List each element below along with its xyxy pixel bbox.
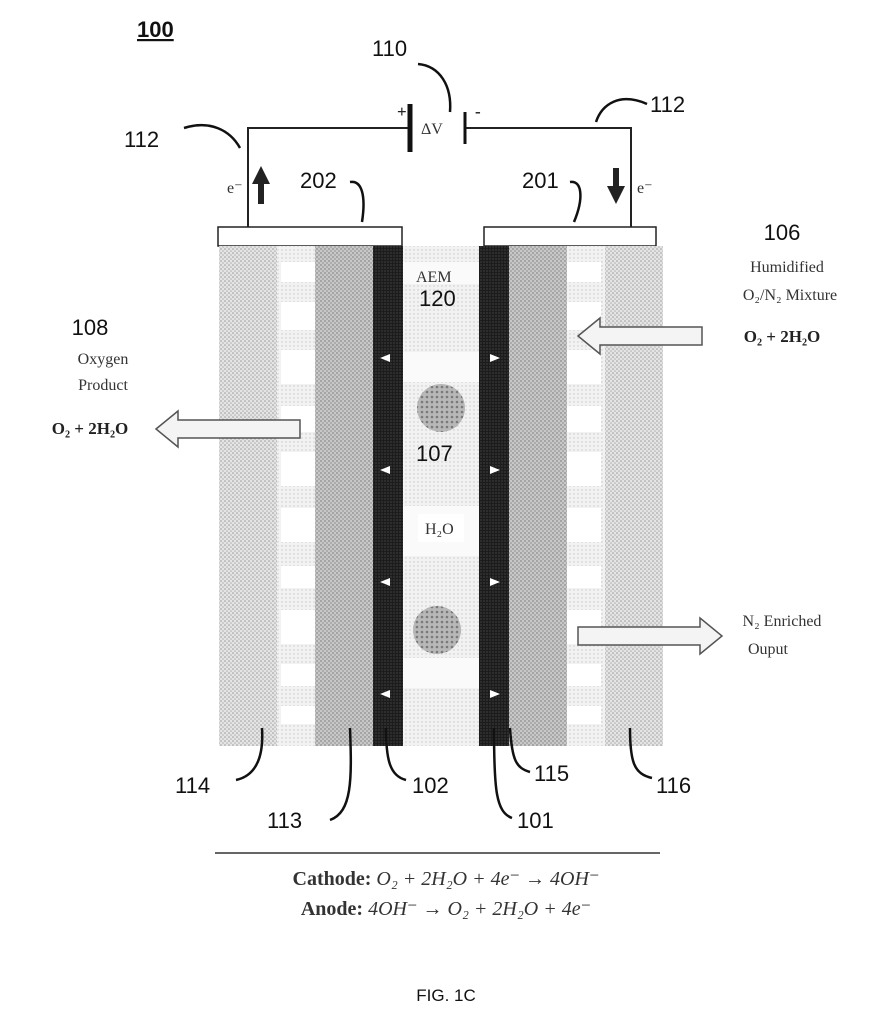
flow-plate-right xyxy=(605,246,663,746)
ref-102: 102 xyxy=(412,773,449,798)
delta-v-label: ΔV xyxy=(421,121,443,138)
oxygen-line1: Oxygen xyxy=(78,351,129,368)
inlet-formula: O₂ + 2H₂O xyxy=(744,327,821,346)
electron-up-arrow-icon xyxy=(252,166,270,204)
ref-116: 116 xyxy=(656,773,691,798)
anode-reaction: 4OH⁻ → O₂ + 2H₂O + 4e⁻ xyxy=(368,898,591,920)
leader-110 xyxy=(418,64,450,112)
ref-113: 113 xyxy=(267,808,302,833)
hydroxide-ion-bottom xyxy=(413,606,461,654)
gas-diffusion-layer-right xyxy=(509,246,567,746)
outlet-formula: O₂ + 2H₂O xyxy=(52,419,129,438)
leader-112-left xyxy=(184,125,240,148)
ref-120: 120 xyxy=(419,286,456,311)
electrode-right xyxy=(479,246,509,746)
ref-106: 106 xyxy=(764,220,801,245)
leader-202 xyxy=(350,182,364,222)
oxygen-line2: Product xyxy=(78,377,128,394)
ref-202: 202 xyxy=(300,168,337,193)
cathode-reaction: O₂ + 2H₂O + 4e⁻ → 4OH⁻ xyxy=(376,868,599,890)
ref-112-left: 112 xyxy=(124,127,159,152)
anode-equation: Anode: 4OH⁻ → O₂ + 2H₂O + 4e⁻ xyxy=(0,896,892,921)
ref-115: 115 xyxy=(534,761,569,786)
battery-plus: + xyxy=(397,102,407,121)
leader-112-right xyxy=(596,99,647,122)
electrode-left xyxy=(373,246,403,746)
ref-114: 114 xyxy=(175,773,210,798)
leader-201 xyxy=(570,182,580,222)
gas-diffusion-layer-left xyxy=(315,246,373,746)
electron-left-label: e⁻ xyxy=(227,180,243,197)
n2-line2: Ouput xyxy=(748,641,789,658)
ref-112-right: 112 xyxy=(650,92,685,117)
ref-108: 108 xyxy=(72,315,109,340)
cathode-equation: Cathode: O₂ + 2H₂O + 4e⁻ → 4OH⁻ xyxy=(0,866,892,891)
ref-101: 101 xyxy=(517,808,554,833)
hydroxide-ion-top xyxy=(417,384,465,432)
humidified-line2: O₂/N₂ Mixture xyxy=(743,287,837,304)
electron-right-label: e⁻ xyxy=(637,180,653,197)
humidified-line1: Humidified xyxy=(750,259,824,276)
n2-line1: N₂ Enriched xyxy=(743,613,822,630)
ref-110: 110 xyxy=(372,36,407,61)
current-collector-left xyxy=(218,227,402,246)
figure-number: 100 xyxy=(137,17,174,42)
flow-channels-left xyxy=(277,246,315,746)
ref-107: 107 xyxy=(416,441,453,466)
electron-down-arrow-icon xyxy=(607,168,625,204)
battery-minus: - xyxy=(475,102,481,121)
flow-plate-left xyxy=(219,246,277,746)
cathode-label: Cathode: xyxy=(293,868,372,890)
figure-caption: FIG. 1C xyxy=(0,986,892,1006)
current-collector-right xyxy=(484,227,656,246)
aem-label: AEM xyxy=(416,269,452,286)
ref-201: 201 xyxy=(522,168,559,193)
water-label: H₂O xyxy=(425,521,454,538)
anode-label: Anode: xyxy=(301,898,363,920)
